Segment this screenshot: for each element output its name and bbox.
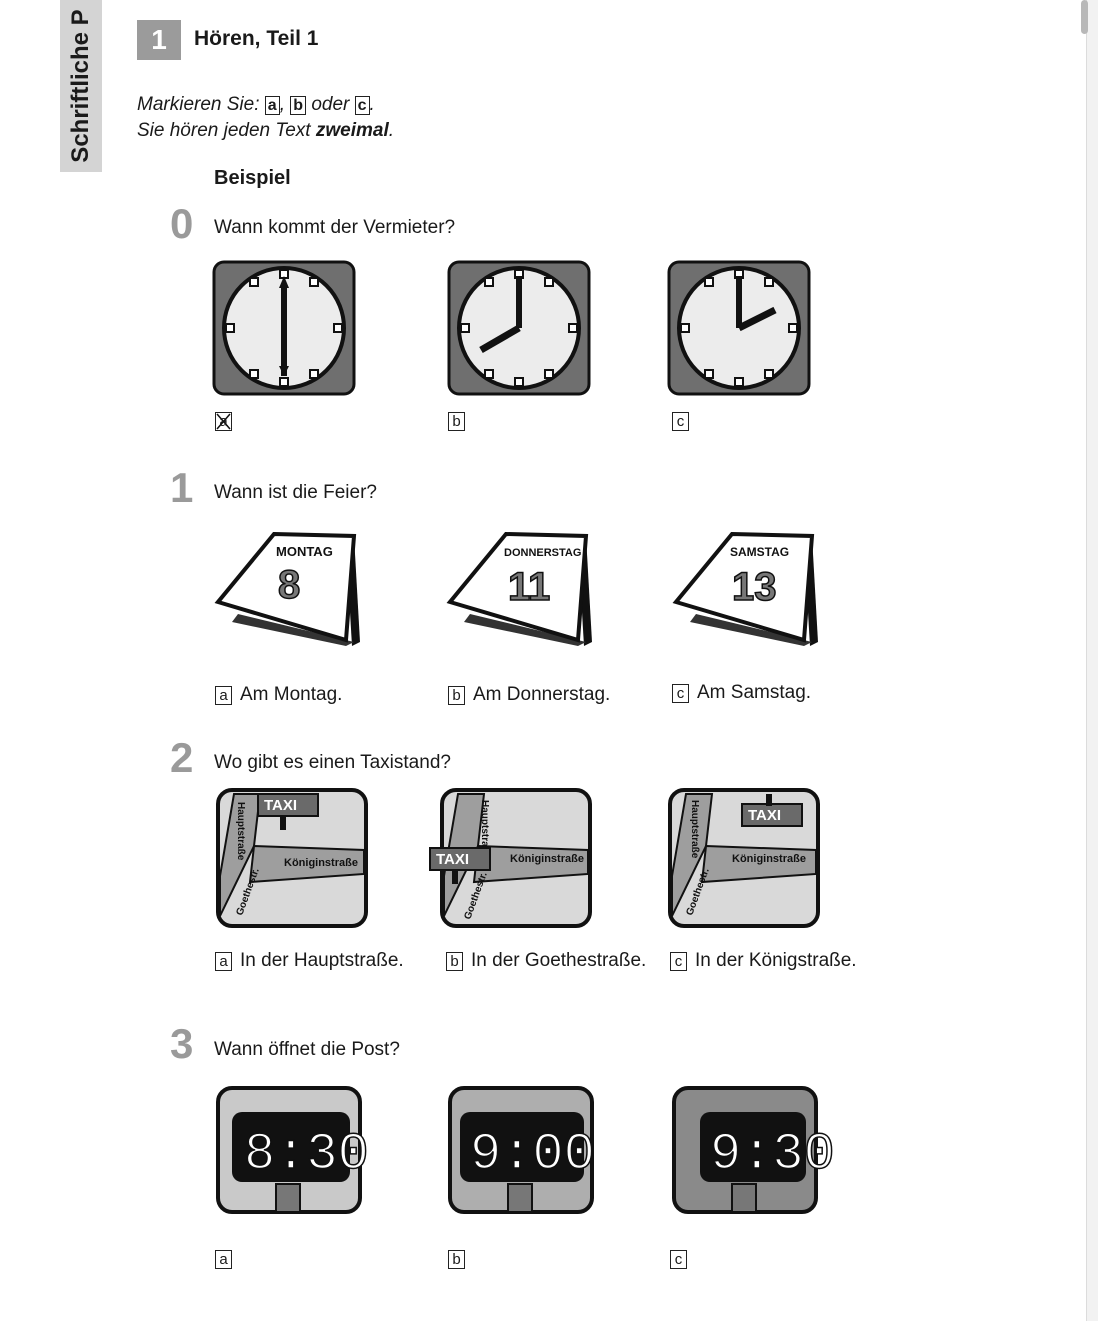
map-c-street-1: Hauptstraße <box>689 800 700 859</box>
question-0-number: 0 <box>170 200 194 247</box>
calendar-c-date: 13 <box>732 565 777 609</box>
street-map-b: Königinstraße Hauptstraße Goethestr. TAX… <box>429 788 592 928</box>
analog-clock-b <box>447 260 591 396</box>
digital-clock-a-time: 8:30 <box>244 1125 369 1184</box>
question-3-option-a[interactable]: a <box>215 1250 240 1269</box>
question-2-text: Wo gibt es einen Taxistand? <box>214 752 451 773</box>
question-0-option-a[interactable]: a <box>215 412 240 431</box>
instruction-box-c: c <box>354 96 370 115</box>
checkbox-a[interactable]: a <box>215 685 232 705</box>
question-2-option-b[interactable]: b In der Goethestraße. <box>446 950 646 972</box>
instruction-line-2: Sie hören jeden Text zweimal. <box>137 120 394 142</box>
question-3-number: 3 <box>170 1020 194 1067</box>
instruction-line2-prefix: Sie hören jeden Text <box>137 120 311 141</box>
question-3-option-c[interactable]: c <box>670 1250 695 1269</box>
question-1-option-a[interactable]: a Am Montag. <box>215 684 342 706</box>
instruction-comma: , <box>279 94 285 115</box>
street-map-c: Königinstraße Hauptstraße Goethestr. TAX… <box>668 788 820 928</box>
map-a-street-1: Hauptstraße <box>235 802 246 861</box>
checkbox-a-crossed[interactable]: a <box>215 412 232 431</box>
digital-clock-c-time: 9:30 <box>710 1125 835 1184</box>
analog-clock-a <box>212 260 356 396</box>
checkbox-a[interactable]: a <box>215 951 232 971</box>
checkbox-c[interactable]: c <box>672 683 689 703</box>
option-label: In der Königstraße. <box>695 950 857 971</box>
instruction-prefix: Markieren Sie: <box>137 94 260 115</box>
digital-clock-b-time: 9:00 <box>470 1125 595 1184</box>
task-number-badge: 1 <box>137 20 181 60</box>
question-3-text: Wann öffnet die Post? <box>214 1039 400 1060</box>
option-label: Am Montag. <box>240 684 343 705</box>
checkbox-b[interactable]: b <box>448 1250 465 1269</box>
street-map-a: Königinstraße Hauptstraße Goethestr. TAX… <box>216 788 368 928</box>
analog-clock-c <box>667 260 811 396</box>
question-2-option-a[interactable]: a In der Hauptstraße. <box>215 950 404 972</box>
digital-clock-a: 8:30 <box>216 1086 370 1214</box>
option-label: In der Goethestraße. <box>471 950 647 971</box>
calendar-c-day: SAMSTAG <box>730 545 789 559</box>
checkbox-b[interactable]: b <box>448 685 465 705</box>
instruction-oder: oder <box>311 94 350 115</box>
instruction-line2-suffix: . <box>388 120 395 141</box>
calendar-b-day: DONNERSTAG <box>504 547 581 559</box>
instruction-box-b: b <box>290 96 307 115</box>
map-b-street-1: Hauptstraße <box>479 800 490 859</box>
checkbox-c[interactable]: c <box>672 412 689 431</box>
question-3-option-b[interactable]: b <box>448 1250 473 1269</box>
checkbox-c[interactable]: c <box>670 951 687 971</box>
checkbox-b[interactable]: b <box>448 412 465 431</box>
scrollbar-thumb[interactable] <box>1081 0 1088 34</box>
question-0-option-c[interactable]: c <box>672 412 697 431</box>
digital-clock-b: 9:00 <box>448 1086 596 1214</box>
map-c-street-2: Königinstraße <box>732 853 806 865</box>
map-b-taxi-sign: TAXI <box>436 851 469 868</box>
digital-clock-c: 9:30 <box>672 1086 836 1214</box>
instruction-period: . <box>369 94 375 115</box>
checkbox-a[interactable]: a <box>215 1250 232 1269</box>
calendar-b: DONNERSTAG 11 <box>446 531 592 646</box>
option-label: In der Hauptstraße. <box>240 950 404 971</box>
question-0-option-b[interactable]: b <box>448 412 473 431</box>
section-side-tab: Schriftliche P <box>60 0 102 172</box>
calendar-b-date: 11 <box>508 565 550 609</box>
option-label: Am Donnerstag. <box>473 684 611 705</box>
question-0-text: Wann kommt der Vermieter? <box>214 217 456 238</box>
checkbox-c[interactable]: c <box>670 1250 687 1269</box>
question-2-number: 2 <box>170 734 194 781</box>
side-tab-label: Schriftliche P <box>67 9 94 163</box>
map-a-street-2: Königinstraße <box>284 857 358 869</box>
instruction-line-1: Markieren Sie: a, b oder c. <box>137 94 375 116</box>
checkbox-b[interactable]: b <box>446 951 463 971</box>
question-1-number: 1 <box>170 464 194 511</box>
task-title: Hören, Teil 1 <box>194 27 319 50</box>
calendar-c: SAMSTAG 13 <box>672 531 818 646</box>
question-1-option-c[interactable]: c Am Samstag. <box>672 682 811 704</box>
instruction-line2-bold: zweimal <box>315 120 389 141</box>
instruction-box-a: a <box>264 96 280 115</box>
cross-mark-icon <box>216 413 231 430</box>
map-a-taxi-sign: TAXI <box>264 797 297 814</box>
calendar-a-day: MONTAG <box>276 544 333 559</box>
calendar-a-date: 8 <box>278 563 300 607</box>
calendar-a: MONTAG 8 <box>214 531 360 646</box>
scrollbar-track[interactable] <box>1086 0 1098 1321</box>
option-label: Am Samstag. <box>697 682 812 703</box>
question-2-option-c[interactable]: c In der Königstraße. <box>670 950 857 972</box>
example-heading: Beispiel <box>214 167 291 189</box>
map-c-taxi-sign: TAXI <box>748 807 781 824</box>
question-1-text: Wann ist die Feier? <box>214 482 377 503</box>
map-b-street-2: Königinstraße <box>510 853 584 865</box>
question-1-option-b[interactable]: b Am Donnerstag. <box>448 684 610 706</box>
